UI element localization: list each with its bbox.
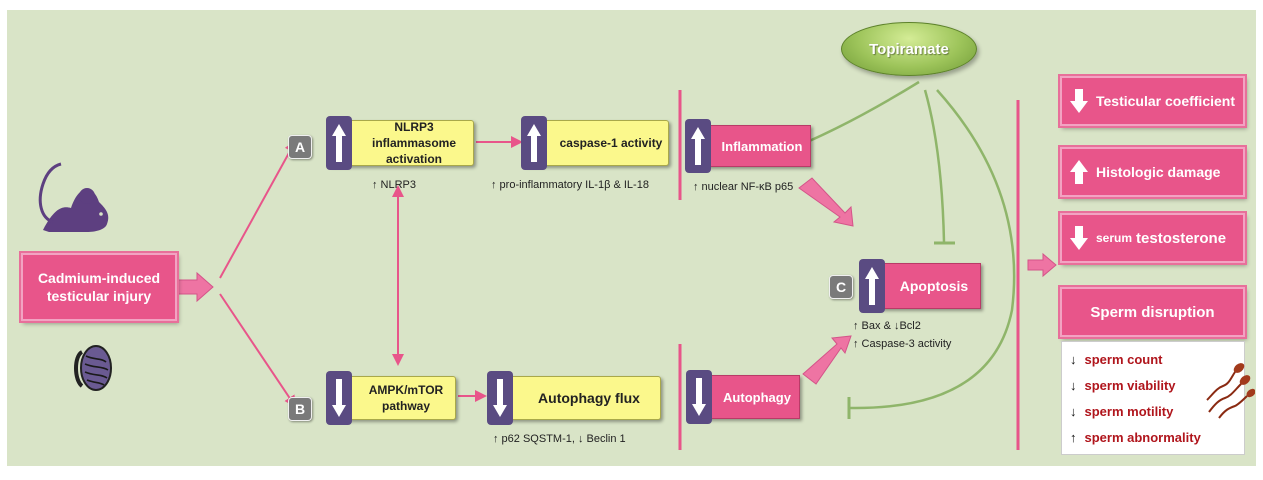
serum-label: serum bbox=[1096, 231, 1133, 245]
nlrp3-inflammasome-label: NLRP3 inflammasome activation bbox=[371, 120, 457, 166]
list-item: ↓sperm count bbox=[1070, 352, 1163, 367]
topiramate-ellipse: Topiramate bbox=[841, 22, 977, 76]
cadmium-injury-box: Cadmium-induced testicular injury bbox=[21, 253, 177, 321]
apoptosis-note-1: ↑ Bax & ↓Bcl2 bbox=[853, 320, 921, 332]
diagram-canvas: Cadmium-induced testicular injury A B C … bbox=[7, 10, 1256, 466]
caspase-note: ↑ pro-inflammatory IL-1β & IL-18 bbox=[491, 179, 649, 191]
inhibit-autophagy bbox=[849, 89, 1016, 410]
autophagy-flux-label: Autophagy flux bbox=[538, 390, 640, 406]
autophagy-down-arrow-icon bbox=[686, 370, 712, 424]
down-arrow-icon bbox=[1070, 226, 1088, 250]
nlrp3-inflammasome-box: NLRP3 inflammasome activation bbox=[328, 120, 474, 166]
caspase-1-label: caspase-1 activity bbox=[559, 136, 663, 150]
down-arrow-icon bbox=[1070, 89, 1088, 113]
arrow-to-a bbox=[219, 140, 296, 279]
histologic-damage-box: Histologic damage bbox=[1060, 147, 1245, 197]
histologic-damage-label: Histologic damage bbox=[1096, 164, 1221, 180]
arrow-to-b bbox=[219, 293, 297, 408]
nlrp3-note: ↑ NLRP3 bbox=[372, 179, 417, 191]
sperm-list: ↓sperm count ↓sperm viability ↓sperm mot… bbox=[1061, 341, 1245, 455]
nlrp3-up-arrow-icon bbox=[326, 116, 352, 170]
list-item: ↓sperm motility bbox=[1070, 404, 1174, 419]
inflammation-note: ↑ nuclear NF-κB p65 bbox=[693, 181, 794, 193]
testicular-coefficient-box: Testicular coefficient bbox=[1060, 76, 1245, 126]
pathway-a-label: A bbox=[288, 135, 312, 159]
up-arrow-icon bbox=[1070, 160, 1088, 184]
sperm-disruption-label: Sperm disruption bbox=[1090, 303, 1215, 321]
apoptosis-label: Apoptosis bbox=[899, 278, 969, 294]
autophagy-flux-note: ↑ p62 SQSTM-1, ↓ Beclin 1 bbox=[493, 433, 626, 445]
serum-testosterone-box: serum testosterone bbox=[1060, 213, 1245, 263]
mouse-icon bbox=[38, 162, 109, 232]
ampk-down-arrow-icon bbox=[326, 371, 352, 425]
inhibit-apoptosis bbox=[923, 89, 946, 243]
ampk-mtor-label: AMPK/mTOR pathway bbox=[368, 383, 444, 413]
sperm-icon bbox=[1206, 363, 1255, 419]
autophagy-flux-box: Autophagy flux bbox=[489, 376, 661, 420]
autophagy-flux-down-arrow-icon bbox=[487, 371, 513, 425]
caspase-up-arrow-icon bbox=[521, 116, 547, 170]
pathway-b-label: B bbox=[288, 397, 312, 421]
arrow-cadmium bbox=[176, 271, 214, 303]
list-item: ↑sperm abnormality bbox=[1070, 430, 1201, 445]
caspase-1-box: caspase-1 activity bbox=[523, 120, 669, 166]
inhibit-inflammation bbox=[806, 80, 920, 144]
topiramate-label: Topiramate bbox=[869, 40, 949, 58]
arrow-inflammation-apoptosis bbox=[798, 177, 854, 227]
testosterone-label: testosterone bbox=[1136, 229, 1227, 247]
list-item: ↓sperm viability bbox=[1070, 378, 1176, 393]
apoptosis-note-2: ↑ Caspase-3 activity bbox=[853, 338, 952, 350]
inflammation-label: Inflammation bbox=[721, 138, 803, 154]
testis-icon bbox=[74, 345, 112, 391]
cadmium-injury-label: Cadmium-induced testicular injury bbox=[37, 270, 161, 304]
sperm-disruption-box: Sperm disruption bbox=[1060, 287, 1245, 337]
arrow-to-outcomes bbox=[1027, 252, 1057, 278]
pathway-c-label: C bbox=[829, 275, 853, 299]
inflammation-up-arrow-icon bbox=[685, 119, 711, 173]
arrow-autophagy-apoptosis bbox=[802, 335, 852, 385]
apoptosis-up-arrow-icon bbox=[859, 259, 885, 313]
autophagy-label: Autophagy bbox=[723, 389, 791, 405]
testicular-coefficient-label: Testicular coefficient bbox=[1096, 93, 1236, 109]
